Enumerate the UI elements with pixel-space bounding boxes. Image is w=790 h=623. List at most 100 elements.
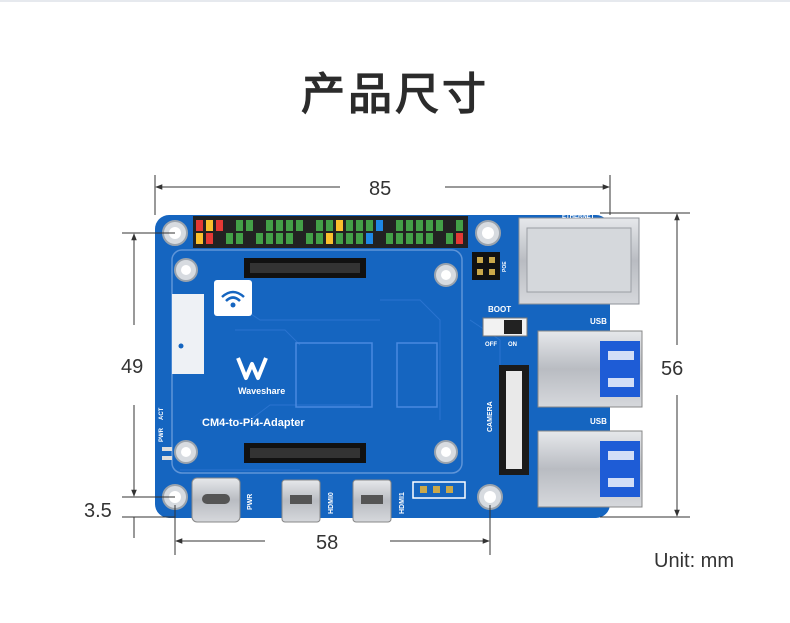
gpio-pin (276, 220, 283, 231)
gpio-pin (226, 220, 233, 231)
gpio-pin (246, 220, 253, 231)
gpio-pin (306, 220, 313, 231)
svg-text:HDMI1: HDMI1 (399, 492, 406, 514)
gpio-pin (256, 220, 263, 231)
gpio-pin (326, 220, 333, 231)
ram-outline (396, 342, 438, 408)
board-name: CM4-to-Pi4-Adapter (202, 417, 305, 429)
led-indicators: PWR ACT (159, 407, 172, 460)
top-divider (0, 0, 790, 2)
gpio-pin (296, 220, 303, 231)
fan-header (412, 481, 466, 499)
gpio-pin (346, 233, 353, 244)
svg-text:PWR: PWR (247, 494, 254, 510)
gpio-pin (446, 233, 453, 244)
gpio-pin (296, 233, 303, 244)
svg-text:ACT: ACT (159, 407, 165, 420)
svg-text:ON: ON (508, 342, 517, 348)
gpio-pin (266, 233, 273, 244)
svg-text:CAMERA: CAMERA (487, 401, 494, 432)
gpio-pin (336, 220, 343, 231)
dimension-49: 49 (121, 356, 144, 378)
b2b-connector-top (244, 258, 366, 278)
unit-label: Unit: mm (654, 550, 734, 572)
gpio-pin (416, 220, 423, 231)
gpio-pin (236, 220, 243, 231)
gpio-pin (226, 233, 233, 244)
svg-text:USB: USB (590, 417, 607, 426)
gpio-pin (436, 220, 443, 231)
dimension-lines (122, 175, 690, 555)
gpio-header (193, 216, 468, 248)
gpio-pin (256, 233, 263, 244)
gpio-pin (276, 233, 283, 244)
gpio-pin (436, 233, 443, 244)
usb-port-top: USB (537, 317, 643, 408)
gpio-pin (246, 233, 253, 244)
poe-header: POE (472, 252, 508, 280)
gpio-pin (306, 233, 313, 244)
gpio-pin (376, 220, 383, 231)
gpio-pin (376, 233, 383, 244)
antenna (172, 294, 204, 374)
gpio-pin (346, 220, 353, 231)
page-title: 产品尺寸 (301, 69, 489, 120)
gpio-pin (286, 233, 293, 244)
svg-text:ETHERNET: ETHERNET (562, 214, 595, 220)
ethernet-jack: ETHERNET (518, 214, 640, 305)
micro-hdmi-1: HDMI1 (352, 479, 406, 523)
gpio-pin (326, 233, 333, 244)
gpio-pin (396, 233, 403, 244)
svg-text:BOOT: BOOT (488, 305, 511, 314)
gpio-pin (446, 220, 453, 231)
gpio-pin (396, 220, 403, 231)
camera-connector: CAMERA (487, 365, 529, 475)
gpio-pin (386, 220, 393, 231)
gpio-pin (206, 220, 213, 231)
gpio-pin (196, 220, 203, 231)
gpio-pin (426, 233, 433, 244)
dimension-85: 85 (369, 178, 392, 200)
wifi-icon (214, 280, 252, 316)
gpio-pin (336, 233, 343, 244)
dimension-3-5: 3.5 (84, 500, 112, 522)
gpio-pin (426, 220, 433, 231)
dimension-56: 56 (661, 358, 684, 380)
svg-text:OFF: OFF (485, 342, 497, 348)
gpio-pin (266, 220, 273, 231)
gpio-pin (386, 233, 393, 244)
mounting-holes (162, 220, 503, 510)
gpio-pin (356, 233, 363, 244)
gpio-pin (406, 233, 413, 244)
dimension-58: 58 (316, 532, 339, 554)
gpio-pin (216, 220, 223, 231)
gpio-pin (366, 233, 373, 244)
pcb-board (155, 215, 610, 518)
gpio-pin (316, 220, 323, 231)
svg-text:USB: USB (590, 317, 607, 326)
gpio-pin (286, 220, 293, 231)
gpio-pin (406, 220, 413, 231)
boot-switch: BOOT OFF ON (482, 305, 528, 348)
usb-port-bottom: USB (537, 417, 643, 508)
gpio-pin (216, 233, 223, 244)
gpio-pin (316, 233, 323, 244)
svg-text:HDMI0: HDMI0 (328, 492, 335, 514)
gpio-pin (206, 233, 213, 244)
gpio-pin (196, 233, 203, 244)
soc-outline (295, 342, 373, 408)
waveshare-logo: Waveshare (236, 357, 285, 396)
gpio-pin (456, 233, 463, 244)
gpio-pin (456, 220, 463, 231)
micro-hdmi-0: HDMI0 (281, 479, 335, 523)
usb-c-power-port: PWR (191, 477, 254, 523)
svg-text:PWR: PWR (159, 427, 165, 442)
gpio-pin (236, 233, 243, 244)
gpio-pin (416, 233, 423, 244)
svg-text:POE: POE (502, 261, 508, 272)
gpio-pin (356, 220, 363, 231)
gpio-pin (366, 220, 373, 231)
b2b-connector-bottom (244, 443, 366, 463)
svg-text:Waveshare: Waveshare (238, 386, 285, 396)
